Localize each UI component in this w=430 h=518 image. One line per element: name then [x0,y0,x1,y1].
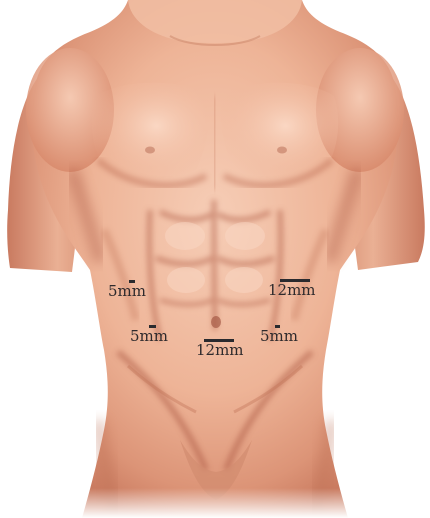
port-label-lower-left: 5mm [130,325,168,344]
port-size-text: 5mm [108,280,146,299]
incision-mark [280,279,310,282]
incision-mark [149,325,156,328]
incision-mark [275,325,280,328]
port-label-upper-right: 12mm [268,279,316,298]
port-label-lower-center: 12mm [196,339,244,358]
incision-mark [204,339,234,342]
port-label-upper-left: 5mm [108,280,146,299]
incision-mark [129,280,135,283]
port-label-lower-right: 5mm [260,325,298,344]
